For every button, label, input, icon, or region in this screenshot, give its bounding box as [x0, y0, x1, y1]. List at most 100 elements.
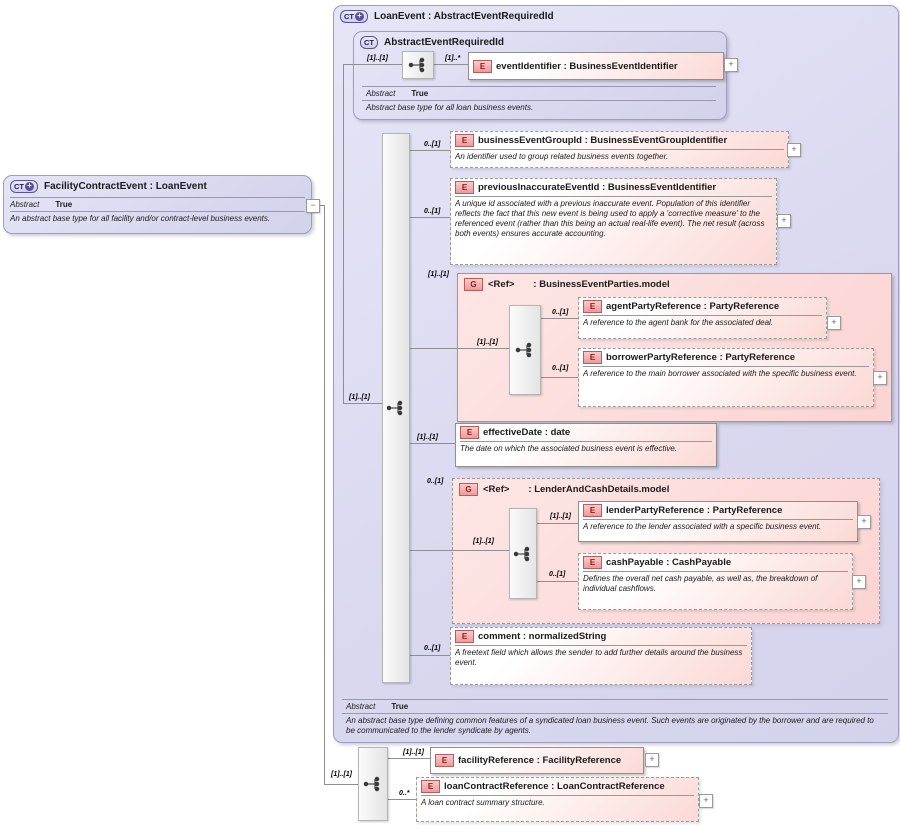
element-header: E loanContractReference : LoanContractRe… [417, 778, 698, 795]
element-previous-inaccurate-event-id[interactable]: E previousInaccurateEventId : BusinessEv… [450, 178, 777, 265]
plus-badge-icon: + [25, 182, 34, 191]
element-title: loanContractReference : LoanContractRefe… [444, 781, 665, 792]
group-header: G <Ref> : LenderAndCashDetails.model [453, 479, 879, 500]
element-header: E previousInaccurateEventId : BusinessEv… [451, 179, 776, 196]
element-facility-reference[interactable]: E facilityReference : FacilityReference [430, 747, 644, 774]
divider [362, 86, 716, 87]
element-title: comment : normalizedString [478, 631, 607, 642]
connector-line [386, 758, 430, 759]
element-icon: E [455, 181, 474, 194]
element-description: A reference to the agent bank for the as… [583, 318, 774, 327]
ct-icon-label: CT [14, 182, 24, 191]
element-title: borrowerPartyReference : PartyReference [606, 352, 796, 363]
cardinality-label: [1]..[1] [349, 394, 370, 401]
cardinality-label: 0..[1] [552, 365, 569, 372]
element-header: E eventIdentifier : BusinessEventIdentif… [469, 53, 723, 79]
element-header: E lenderPartyReference : PartyReference [579, 502, 857, 519]
divider [342, 713, 888, 714]
divider [10, 197, 305, 198]
element-title: agentPartyReference : PartyReference [606, 301, 780, 312]
connector-line [539, 377, 578, 378]
type-footer: Abstract True Abstract base type for all… [360, 86, 718, 115]
connector-line [318, 205, 325, 206]
sequence-compositor[interactable] [509, 508, 537, 599]
element-loan-contract-reference[interactable]: E loanContractReference : LoanContractRe… [416, 777, 699, 822]
expand-icon[interactable]: + [857, 515, 871, 529]
connector-line [535, 581, 578, 582]
element-header: E cashPayable : CashPayable [579, 554, 852, 571]
sequence-compositor[interactable] [358, 747, 388, 821]
expand-icon[interactable]: + [852, 575, 866, 589]
group-icon: G [459, 483, 478, 496]
expand-icon[interactable]: + [827, 316, 841, 330]
abstract-row: Abstract True [4, 198, 311, 211]
type-header: CT+ LoanEvent : AbstractEventRequiredId [334, 6, 898, 27]
element-header: E effectiveDate : date [456, 424, 716, 441]
element-business-event-group-id[interactable]: E businessEventGroupId : BusinessEventGr… [450, 131, 789, 168]
cardinality-label: [1]..[1] [417, 434, 438, 441]
abstract-label: Abstract [366, 89, 396, 98]
type-box-facility-contract-event[interactable]: CT+ FacilityContractEvent : LoanEvent Ab… [3, 175, 312, 234]
cardinality-label: [1]..[1] [550, 513, 571, 520]
type-description: An abstract base type defining common fe… [346, 716, 874, 735]
group-header: G <Ref> : BusinessEventParties.model [458, 274, 891, 295]
divider [583, 315, 822, 316]
cardinality-label: 0..[1] [424, 208, 441, 215]
expand-icon[interactable]: + [787, 143, 801, 157]
sequence-compositor[interactable] [402, 51, 434, 79]
type-footer: Abstract True An abstract base type defi… [340, 699, 890, 738]
connector-line [343, 64, 402, 65]
expand-icon[interactable]: + [873, 371, 887, 385]
cardinality-label: 0..[1] [549, 571, 566, 578]
connector-line [539, 318, 578, 319]
element-description: A unique id associated with a previous i… [455, 199, 765, 238]
expand-icon[interactable]: + [699, 794, 713, 808]
element-icon: E [583, 504, 602, 517]
element-header: E comment : normalizedString [451, 628, 751, 645]
expand-icon[interactable]: + [777, 214, 791, 228]
element-description: A reference to the lender associated wit… [583, 522, 822, 531]
expand-icon[interactable]: + [645, 753, 659, 767]
element-icon: E [455, 134, 474, 147]
cardinality-label: [1]..[1] [428, 271, 449, 278]
element-agent-party-reference[interactable]: E agentPartyReference : PartyReference A… [578, 297, 827, 339]
connector-line [343, 64, 344, 403]
element-title: effectiveDate : date [483, 427, 571, 438]
element-icon: E [473, 59, 492, 73]
element-icon: E [583, 300, 602, 313]
sequence-icon [513, 546, 530, 561]
element-borrower-party-reference[interactable]: E borrowerPartyReference : PartyReferenc… [578, 348, 874, 407]
element-comment[interactable]: E comment : normalizedString A freetext … [450, 627, 752, 685]
element-description: A freetext field which allows the sender… [455, 648, 743, 667]
divider [460, 441, 712, 442]
collapse-icon[interactable]: − [306, 199, 320, 213]
divider [455, 196, 772, 197]
element-title: cashPayable : CashPayable [606, 557, 732, 568]
sequence-compositor[interactable] [382, 133, 410, 683]
abstract-row: Abstract True [360, 87, 718, 100]
group-ref-label: <Ref> [483, 484, 510, 495]
divider [342, 699, 888, 700]
element-lender-party-reference[interactable]: E lenderPartyReference : PartyReference … [578, 501, 858, 542]
element-description: The date on which the associated busines… [460, 444, 678, 453]
element-event-identifier[interactable]: E eventIdentifier : BusinessEventIdentif… [468, 52, 724, 80]
sequence-compositor[interactable] [509, 305, 541, 395]
plus-badge-icon: + [355, 12, 364, 21]
type-title: FacilityContractEvent : LoanEvent [44, 181, 207, 192]
connector-line [408, 655, 450, 656]
sequence-icon [408, 57, 425, 73]
abstract-label: Abstract [10, 200, 40, 209]
connector-line [408, 217, 450, 218]
connector-line [408, 550, 509, 551]
complex-type-plus-icon: CT+ [340, 10, 368, 23]
group-type-label: : BusinessEventParties.model [533, 279, 670, 290]
element-effective-date[interactable]: E effectiveDate : date The date on which… [455, 423, 717, 467]
ct-icon-label: CT [344, 12, 354, 21]
expand-icon[interactable]: + [724, 58, 738, 72]
cardinality-label: 0..[1] [552, 309, 569, 316]
element-cash-payable[interactable]: E cashPayable : CashPayable Defines the … [578, 553, 853, 610]
sequence-icon [386, 400, 403, 416]
element-description: An identifier used to group related busi… [455, 152, 669, 161]
type-description: An abstract base type for all facility a… [10, 214, 271, 223]
divider [583, 571, 848, 572]
